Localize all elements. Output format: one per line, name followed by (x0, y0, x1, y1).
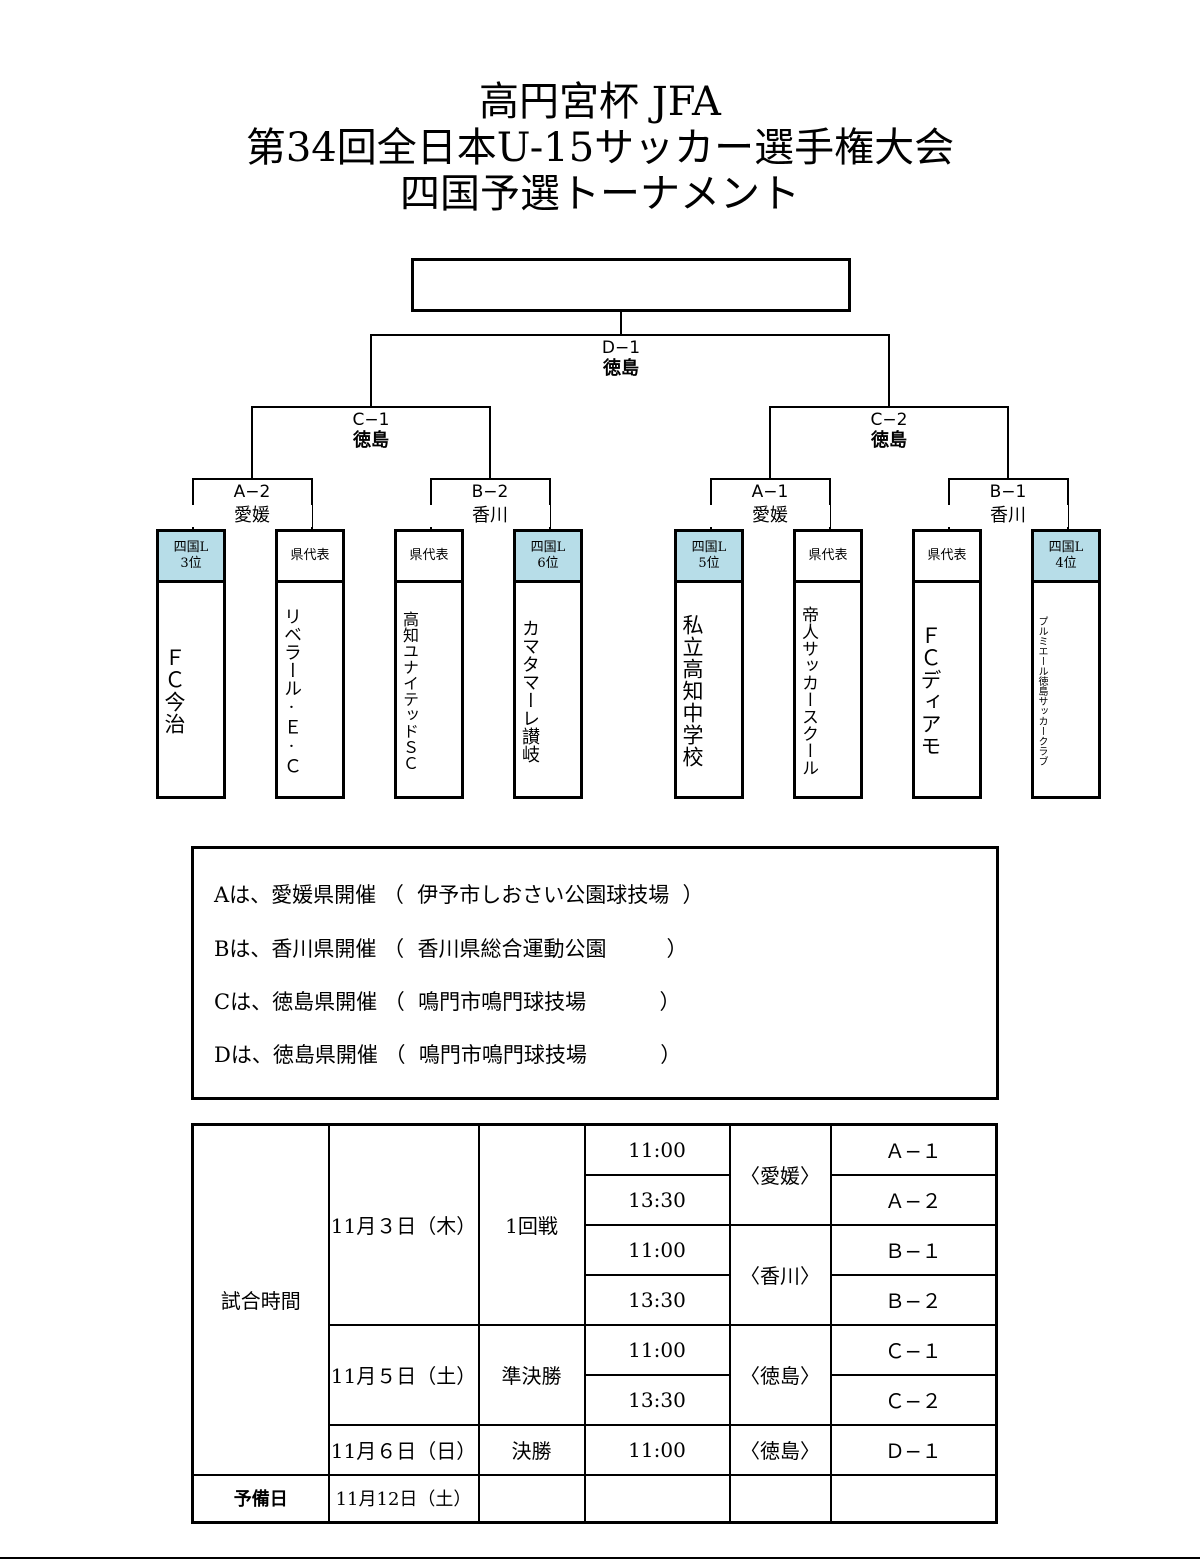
schedule-time: 13:30 (583, 1373, 731, 1426)
team-box: 四国L 4位 プルミエール徳島サッカークラブ (1031, 529, 1101, 799)
round1-b1-venue: 香川 (948, 505, 1068, 527)
empty-cell (829, 1473, 998, 1524)
team-seed-label: 県代表 (397, 532, 461, 583)
schedule-table: 試合時間 11月３日（木） 1回戦 11:00 〈愛媛〉 Ａ−１ 13:30 Ａ… (191, 1123, 998, 1524)
champion-box (411, 258, 851, 312)
round1-b1-code: B−1 (989, 482, 1027, 502)
title-line-3: 四国予選トーナメント (400, 171, 800, 217)
round1-a1-venue: 愛媛 (710, 505, 830, 527)
semi-1-code: C−1 (352, 410, 390, 430)
team-seed-label: 県代表 (796, 532, 860, 583)
team-seed-label: 県代表 (915, 532, 979, 583)
team-seed-label: 四国L 4位 (1034, 532, 1098, 583)
schedule-match: Ｃ−１ (829, 1323, 998, 1376)
schedule-match: Ｄ−１ (829, 1423, 998, 1476)
team-name: リベラール·Ｅ·Ｃ (281, 607, 302, 775)
schedule-match: Ｃ−２ (829, 1373, 998, 1426)
team-box: 県代表 帝人サッカースクール (793, 529, 863, 799)
round1-b2-code: B−2 (471, 482, 509, 502)
schedule-time: 13:30 (583, 1173, 731, 1226)
team-name: 高知ユナイテッドＳＣ (400, 611, 419, 771)
team-name: 私立高知中学校 (680, 614, 704, 768)
reserve-date: 11月12日（土） (327, 1473, 480, 1524)
venue-line-a: Aは、愛媛県開催 （ 伊予市しおさい公園球技場 ） (214, 883, 704, 907)
team-seed-label: 四国L 3位 (159, 532, 223, 583)
schedule-match: Ｂ−２ (829, 1273, 998, 1326)
schedule-time: 13:30 (583, 1273, 731, 1326)
team-name: カマタマーレ讃岐 (519, 619, 540, 763)
schedule-match: Ａ−２ (829, 1173, 998, 1226)
venue-line-c: Cは、徳島県開催 （ 鳴門市鳴門球技場 ） (214, 990, 681, 1014)
team-name: ＦＣ今治 (162, 647, 186, 735)
bottom-rule (0, 1557, 1200, 1559)
round1-a1-code: A−1 (751, 482, 789, 502)
round1-a2-code: A−2 (233, 482, 271, 502)
team-box: 県代表 リベラール·Ｅ·Ｃ (275, 529, 345, 799)
venue-line-d: Dは、徳島県開催 （ 鳴門市鳴門球技場 ） (214, 1043, 682, 1067)
schedule-time: 11:00 (583, 1423, 731, 1476)
title-line-1: 高円宮杯 JFA (479, 79, 721, 125)
semi-2-venue: 徳島 (871, 430, 907, 451)
schedule-round: 準決勝 (477, 1323, 586, 1426)
schedule-date: 11月３日（木） (327, 1123, 480, 1326)
empty-cell (477, 1473, 586, 1524)
team-name: ＦＣディアモ (918, 625, 942, 757)
team-box: 四国L 5位 私立高知中学校 (674, 529, 744, 799)
empty-cell (728, 1473, 832, 1524)
schedule-round: 決勝 (477, 1423, 586, 1476)
schedule-pref: 〈徳島〉 (728, 1323, 832, 1426)
schedule-match: Ａ−１ (829, 1123, 998, 1176)
semi-1-venue: 徳島 (353, 430, 389, 451)
team-seed-label: 県代表 (278, 532, 342, 583)
final-match-code: D−1 (601, 338, 641, 358)
schedule-pref: 〈香川〉 (728, 1223, 832, 1326)
schedule-time: 11:00 (583, 1123, 731, 1176)
round1-a2-venue: 愛媛 (192, 505, 312, 527)
team-box: 四国L 3位 ＦＣ今治 (156, 529, 226, 799)
schedule-time: 11:00 (583, 1323, 731, 1376)
schedule-pref: 〈愛媛〉 (728, 1123, 832, 1226)
title-line-2: 第34回全日本U-15サッカー選手権大会 (245, 125, 955, 171)
team-seed-label: 四国L 5位 (677, 532, 741, 583)
team-name: プルミエール徳島サッカークラブ (1036, 616, 1047, 766)
schedule-date: 11月６日（日） (327, 1423, 480, 1476)
schedule-match: Ｂ−１ (829, 1223, 998, 1276)
venue-line-b: Bは、香川県開催 （ 香川県総合運動公園 ） (214, 937, 688, 961)
team-box: 県代表 ＦＣディアモ (912, 529, 982, 799)
semi-2-code: C−2 (870, 410, 908, 430)
schedule-label: 試合時間 (191, 1123, 330, 1476)
schedule-pref: 〈徳島〉 (728, 1423, 832, 1476)
venue-list: Aは、愛媛県開催 （ 伊予市しおさい公園球技場 ） Bは、香川県開催 （ 香川県… (191, 846, 999, 1100)
final-match-venue: 徳島 (603, 358, 639, 379)
team-seed-label: 四国L 6位 (516, 532, 580, 583)
schedule-round: 1回戦 (477, 1123, 586, 1326)
schedule-time: 11:00 (583, 1223, 731, 1276)
round1-b2-venue: 香川 (430, 505, 550, 527)
team-name: 帝人サッカースクール (798, 606, 818, 776)
empty-cell (583, 1473, 731, 1524)
reserve-label: 予備日 (191, 1473, 330, 1524)
team-box: 県代表 高知ユナイテッドＳＣ (394, 529, 464, 799)
schedule-date: 11月５日（土） (327, 1323, 480, 1426)
team-box: 四国L 6位 カマタマーレ讃岐 (513, 529, 583, 799)
